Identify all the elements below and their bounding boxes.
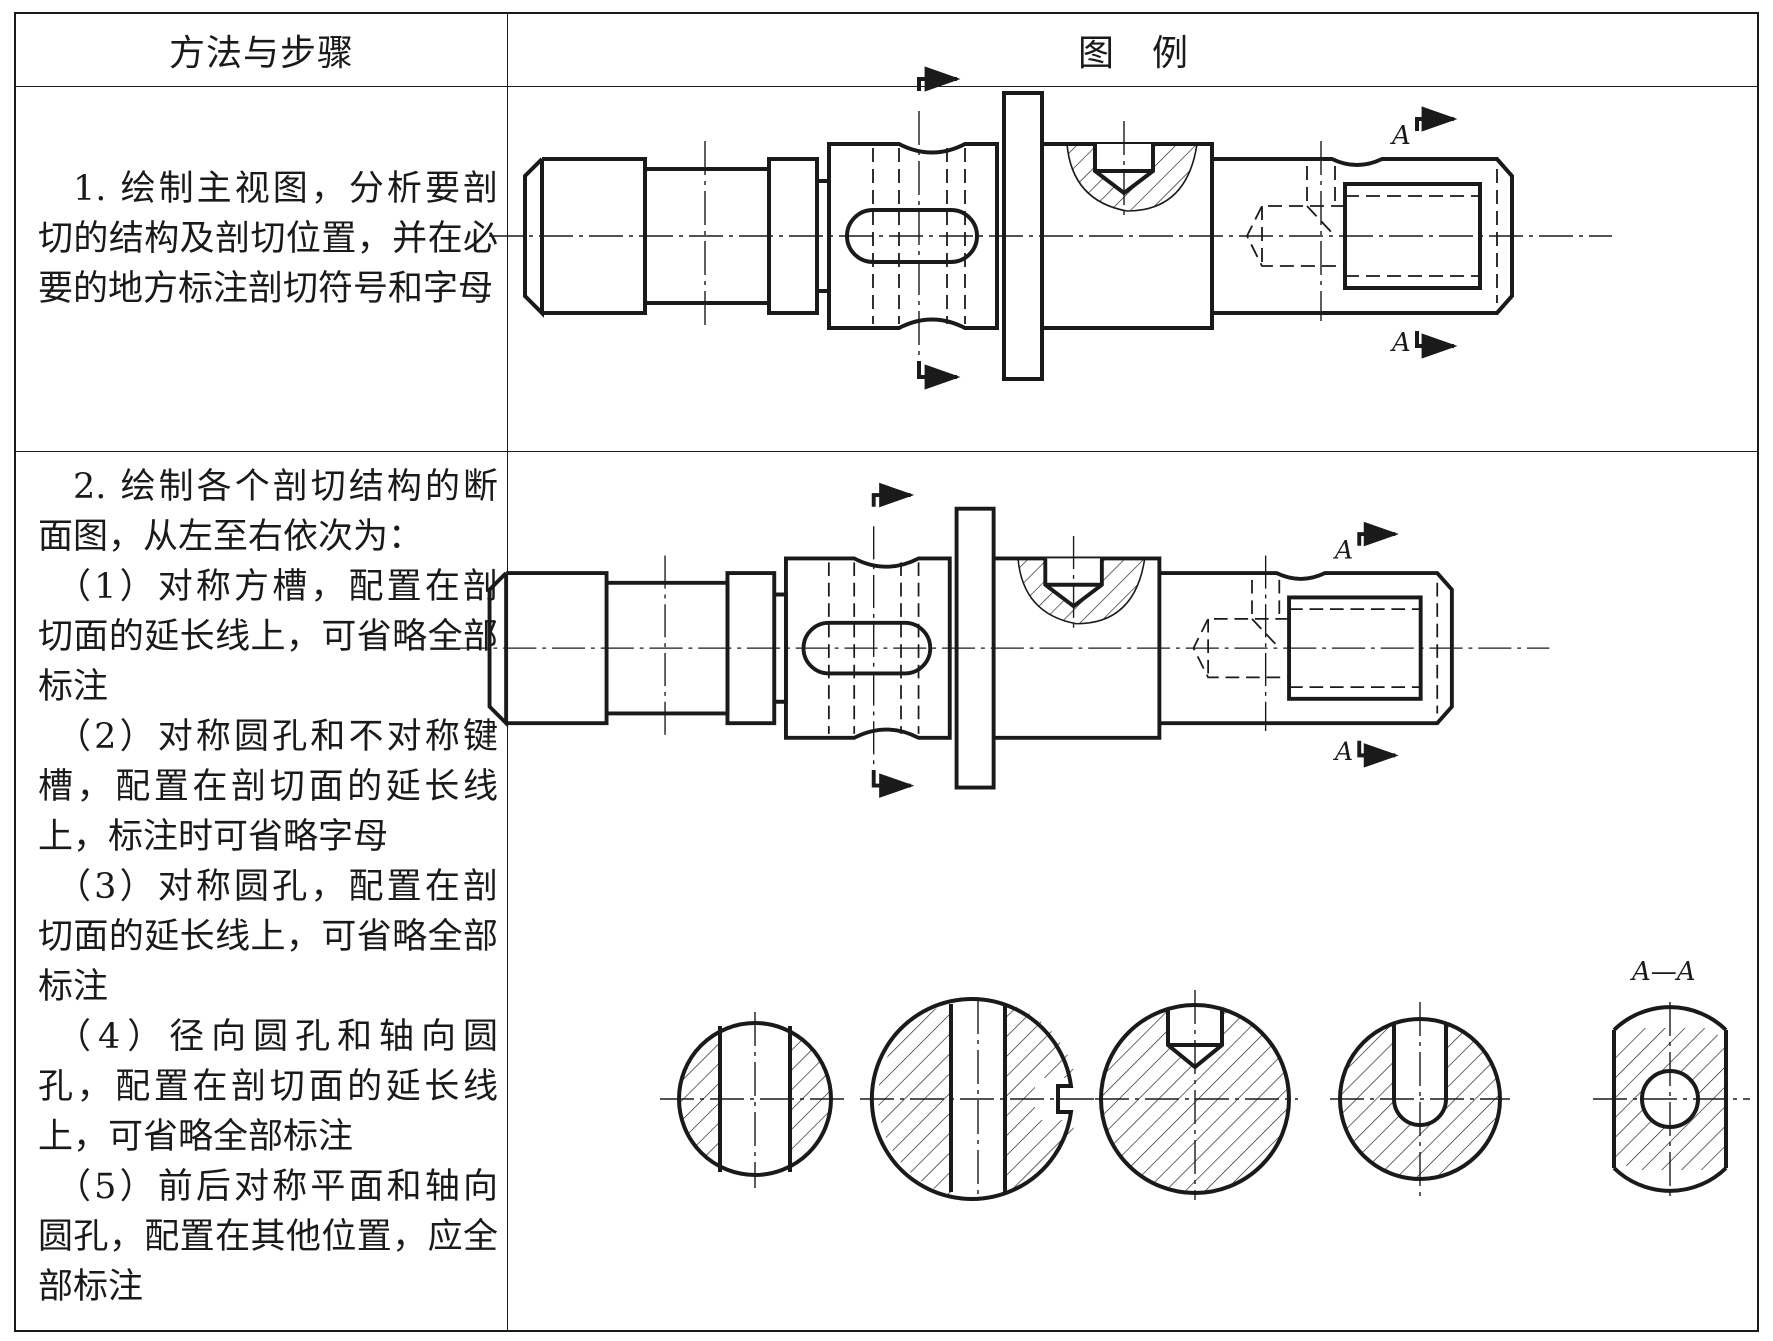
step2-item-3: （3）对称圆孔，配置在剖切面的延长线上，可省略全部标注 xyxy=(38,867,498,1007)
section-2-hole-keyway xyxy=(860,997,1098,1201)
label-a-top-2: A xyxy=(1333,534,1353,564)
step2-item-2: （2）对称圆孔和不对称键槽，配置在剖切面的延长线上，标注时可省略字母 xyxy=(38,717,498,857)
section-4-radial-axial xyxy=(1330,1002,1510,1196)
section-1-slot xyxy=(660,1012,850,1188)
section-5-a-a: A—A xyxy=(1593,957,1750,1196)
main-view-2: A A xyxy=(454,495,1549,788)
header-method: 方法与步骤 xyxy=(168,33,354,74)
section-3-round-hole xyxy=(1095,990,1298,1200)
method-table: 方法与步骤 图 例 1. 绘制主视图，分析要剖切的结构及剖切位置，并在必要的地方… xyxy=(14,12,1759,1332)
outline-keyway xyxy=(869,997,1074,1201)
label-a-bottom-2: A xyxy=(1333,736,1353,766)
section-views: A—A xyxy=(660,957,1750,1201)
label-a-top-1: A xyxy=(1390,121,1411,151)
step2-intro: 2. 绘制各个剖切结构的断面图，从左至右依次为： xyxy=(38,467,498,557)
step2-item-4: （4）径向圆孔和轴向圆孔，配置在剖切面的延长线上，可省略全部标注 xyxy=(38,1017,498,1157)
header-divider xyxy=(16,86,1757,87)
label-a-bottom-1: A xyxy=(1390,328,1411,358)
step2-item-1: （1）对称方槽，配置在剖切面的延长线上，可省略全部标注 xyxy=(38,567,498,707)
header-illustration: 图 例 xyxy=(1077,33,1189,74)
row-divider xyxy=(16,451,1757,452)
step2-text: 2. 绘制各个剖切结构的断面图，从左至右依次为： （1）对称方槽，配置在剖切面的… xyxy=(38,462,498,1312)
step1-text: 1. 绘制主视图，分析要剖切的结构及剖切位置，并在必要的地方标注剖切符号和字母 xyxy=(38,164,498,314)
step1-paragraph: 1. 绘制主视图，分析要剖切的结构及剖切位置，并在必要的地方标注剖切符号和字母 xyxy=(38,169,498,309)
step2-item-5: （5）前后对称平面和轴向圆孔，配置在其他位置，应全部标注 xyxy=(38,1167,498,1307)
label-section-a-a: A—A xyxy=(1630,957,1696,987)
main-view-1: A A xyxy=(489,79,1612,379)
